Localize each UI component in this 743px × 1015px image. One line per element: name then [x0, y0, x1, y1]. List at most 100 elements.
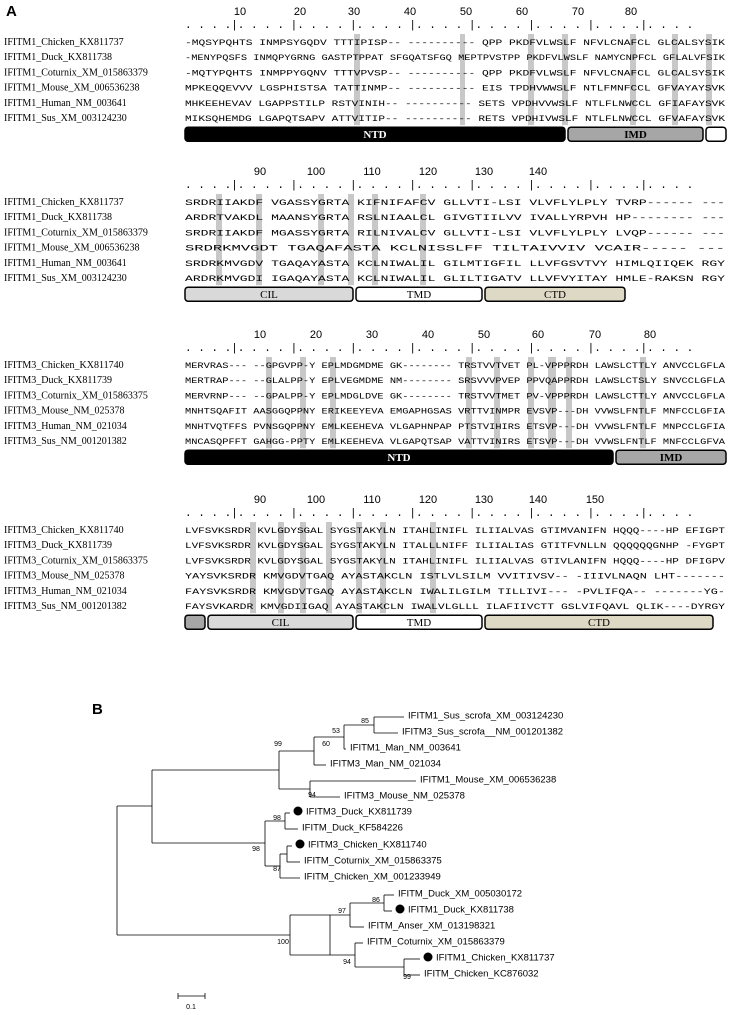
ruler-tick-label: 130: [475, 494, 493, 506]
bootstrap-value: 87: [273, 866, 281, 873]
ruler-tick-label: 40: [404, 6, 416, 18]
sequence-name: IFITM3_Chicken_KX811740: [4, 360, 124, 371]
sequence-name: IFITM3_Chicken_KX811740: [4, 525, 124, 536]
sequence-marker-dot: [423, 952, 433, 962]
tree-leaf-label: IFITM1_Man_NM_003641: [350, 743, 461, 754]
ruler-tick-label: 110: [363, 494, 381, 506]
ruler-minor-ticks: . . . .|. . . . |. . . . |. . . . |. . .…: [185, 508, 693, 520]
bootstrap-value: 98: [273, 815, 281, 822]
tree-leaf-label: IFITM3_Chicken_KX811740: [308, 840, 427, 851]
conserved-column-shade: [548, 357, 556, 449]
sequence-residues: ARDRTVAKDL MAANSYGRTA RSLNIAALCL GIVGTII…: [185, 213, 725, 223]
sequence-name: IFITM1_Mouse_XM_006536238: [4, 83, 140, 94]
domain-bar: [484, 614, 714, 630]
alignment-block: . . . .|. . . . |. . . . |. . . . |. . .…: [4, 329, 727, 465]
sequence-residues: FAYSVKARDR KMVGDIIGAQ AYASTAKCLN IWALVLG…: [185, 602, 725, 612]
ruler-tick-label: 140: [529, 494, 547, 506]
conserved-column-shade: [354, 34, 360, 126]
sequence-residues: FAYSVKSRDR KMVGDVTGAQ AYASTAKCLN IWALILG…: [185, 587, 725, 597]
ruler-tick-label: 30: [348, 6, 360, 18]
sequence-residues: -MQSYPQHTS INMPSYGQDV TTTIPISP-- -------…: [185, 38, 726, 48]
domain-label: TMD: [407, 289, 432, 301]
sequence-name: IFITM1_Sus_XM_003124230: [4, 273, 127, 284]
ruler-tick-label: 20: [294, 6, 306, 18]
conserved-column-shade: [348, 194, 354, 286]
tree-leaf-label: IFITM1_Chicken_KX811737: [436, 953, 555, 964]
bootstrap-value: 100: [277, 939, 289, 946]
domain-bar: [615, 449, 727, 465]
scale-bar-label: 0.1: [186, 1004, 196, 1011]
conserved-column-shade: [640, 357, 646, 449]
panel-label-a: A: [6, 3, 17, 20]
conserved-column-shade: [672, 34, 678, 126]
sequence-name: IFITM3_Duck_KX811739: [4, 375, 112, 386]
ruler-tick-label: 150: [586, 494, 604, 506]
sequence-name: IFITM1_Duck_KX811738: [4, 212, 112, 223]
domain-bar: [184, 614, 206, 630]
domain-bar: [184, 449, 614, 465]
sequence-name: IFITM1_Human_NM_003641: [4, 258, 127, 269]
sequence-name: IFITM3_Sus_NM_001201382: [4, 436, 127, 447]
conserved-column-shade: [528, 357, 534, 449]
ruler-tick-label: 90: [254, 494, 266, 506]
bootstrap-value: 53: [332, 728, 340, 735]
ruler-tick-label: 120: [419, 166, 437, 178]
alignment-panel: . . . .|. . . . |. . . . |. . . . |. . .…: [4, 6, 727, 630]
ruler-tick-label: 70: [589, 329, 601, 341]
sequence-name: IFITM3_Human_NM_021034: [4, 586, 127, 597]
conserved-column-shade: [330, 357, 336, 449]
ruler-tick-label: 100: [307, 166, 325, 178]
conserved-column-shade: [266, 357, 272, 449]
bootstrap-value: 99: [274, 741, 282, 748]
sequence-name: IFITM3_Coturnix_XM_015863375: [4, 390, 148, 401]
domain-label: CIL: [272, 617, 290, 629]
ruler-minor-ticks: . . . .|. . . . |. . . . |. . . . |. . .…: [185, 343, 693, 355]
ruler-tick-label: 90: [254, 166, 266, 178]
sequence-residues: MERTRAP--- --GLALPP-Y EPLVEGMDME NM-----…: [185, 376, 726, 386]
sequence-residues: LVFSVKSRDR KVLGDYSGAL SYGSTAKYLN ITALLLN…: [185, 541, 725, 551]
conserved-column-shade: [528, 34, 534, 126]
sequence-residues: MPKEQQEVVV LGSPHISTSA TATTINMP-- -------…: [185, 84, 726, 94]
alignment-block: . . . .|. . . . |. . . . |. . . . |. . .…: [4, 166, 725, 302]
sequence-residues: YAYSVKSRDR KMVGDVTGAQ AYASTAKCLN ISTLVLS…: [185, 572, 725, 582]
conserved-column-shade: [300, 357, 306, 449]
conserved-column-shade: [250, 522, 256, 614]
sequence-residues: LVFSVKSRDR KVLGDYSGAL SYGSTAKYLN ITAHLIN…: [185, 556, 726, 566]
ruler-tick-label: 120: [419, 494, 437, 506]
domain-label: CTD: [588, 617, 610, 629]
ruler-tick-label: 100: [307, 494, 325, 506]
alignment-block: . . . .|. . . . |. . . . |. . . . |. . .…: [4, 6, 727, 142]
tree-leaf-label: IFITM1_Mouse_XM_006536238: [420, 775, 556, 786]
conserved-column-shade: [372, 194, 378, 286]
sequence-name: IFITM3_Duck_KX811739: [4, 540, 112, 551]
panel-label-b: B: [92, 701, 103, 718]
bootstrap-value: 85: [361, 718, 369, 725]
ruler-tick-label: 20: [310, 329, 322, 341]
sequence-name: IFITM3_Mouse_NM_025378: [4, 406, 125, 417]
sequence-marker-dot: [293, 806, 303, 816]
conserved-column-shade: [466, 357, 472, 449]
sequence-name: IFITM3_Coturnix_XM_015863375: [4, 555, 148, 566]
conserved-column-shade: [566, 357, 572, 449]
ruler-tick-label: 70: [572, 6, 584, 18]
domain-bar: [705, 126, 727, 142]
sequence-residues: SRDRIIAKDF VGASSYGRTA KIFNIFAFCV GLLVTI-…: [185, 198, 725, 208]
tree-leaf-label: IFITM_Chicken_KC876032: [424, 969, 539, 980]
ruler-tick-label: 10: [254, 329, 266, 341]
sequence-name: IFITM3_Mouse_NM_025378: [4, 571, 125, 582]
conserved-column-shade: [494, 357, 500, 449]
ruler-tick-label: 50: [460, 6, 472, 18]
domain-bar: [184, 126, 566, 142]
conserved-column-shade: [318, 194, 324, 286]
ruler-minor-ticks: . . . .|. . . . |. . . . |. . . . |. . .…: [185, 180, 693, 192]
conserved-column-shade: [420, 194, 426, 286]
tree-leaf-label: IFITM3_Sus_scrofa__NM_001201382: [402, 727, 563, 738]
ruler-tick-label: 60: [516, 6, 528, 18]
sequence-residues: -MENYPQSFS INMQPYGRNG GASTPTPPAT SFGQATS…: [185, 53, 726, 63]
sequence-residues: -MQTYPQHTS INMPPYGQNV TTTVPVSP-- -------…: [185, 68, 726, 78]
ruler-tick-label: 80: [644, 329, 656, 341]
ruler-tick-label: 80: [625, 6, 637, 18]
conserved-column-shade: [380, 522, 386, 614]
domain-bar: [355, 286, 483, 302]
